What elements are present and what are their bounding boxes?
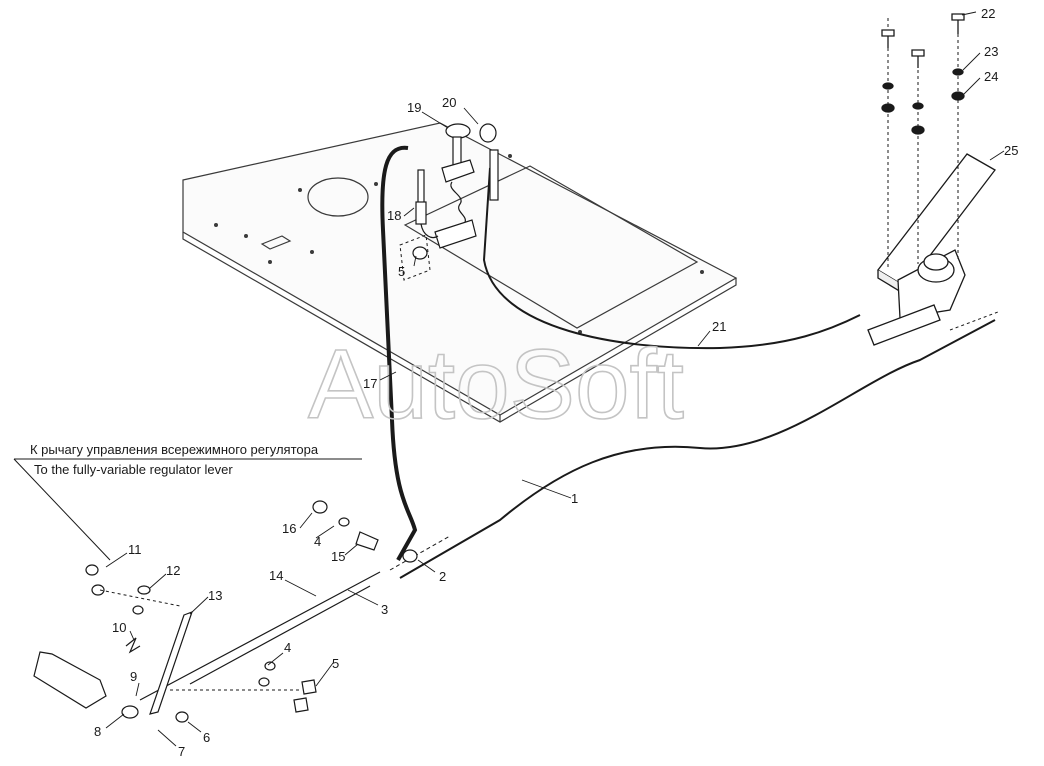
callout-16: 16 bbox=[282, 521, 296, 536]
caption-ru: К рычагу управления всережимного регулят… bbox=[30, 442, 319, 457]
caption-en: To the fully-variable regulator lever bbox=[34, 462, 233, 477]
foot-pedal-assembly bbox=[867, 13, 999, 346]
callout-5-lower: 5 bbox=[332, 656, 339, 671]
callout-25: 25 bbox=[1004, 143, 1018, 158]
lower-lever-group bbox=[33, 500, 418, 723]
callout-labels: 1 2 3 4 4 5 5 6 7 8 9 10 11 12 13 14 15 … bbox=[94, 6, 1018, 759]
callout-11: 11 bbox=[128, 542, 142, 557]
callout-18: 18 bbox=[387, 208, 401, 223]
callout-23: 23 bbox=[984, 44, 998, 59]
callout-8: 8 bbox=[94, 724, 101, 739]
callout-21: 21 bbox=[712, 319, 726, 334]
callout-5-upper: 5 bbox=[398, 264, 405, 279]
callout-12: 12 bbox=[166, 563, 180, 578]
callout-17: 17 bbox=[363, 376, 377, 391]
leader-lines bbox=[105, 11, 1005, 747]
callout-7: 7 bbox=[178, 744, 185, 759]
callout-15: 15 bbox=[331, 549, 345, 564]
floor-panel bbox=[182, 122, 738, 423]
callout-24: 24 bbox=[984, 69, 998, 84]
callout-6: 6 bbox=[203, 730, 210, 745]
caption-block: К рычагу управления всережимного регулят… bbox=[13, 442, 362, 561]
callout-1: 1 bbox=[571, 491, 578, 506]
callout-4-upper: 4 bbox=[314, 534, 321, 549]
callout-10: 10 bbox=[112, 620, 126, 635]
callout-9: 9 bbox=[130, 669, 137, 684]
callout-14: 14 bbox=[269, 568, 283, 583]
hand-throttle-assembly bbox=[399, 123, 477, 281]
watermark: AutoSoft bbox=[308, 329, 684, 439]
callout-3: 3 bbox=[381, 602, 388, 617]
callout-13: 13 bbox=[208, 588, 222, 603]
callout-4-lower: 4 bbox=[284, 640, 291, 655]
callout-20: 20 bbox=[442, 95, 456, 110]
callout-19: 19 bbox=[407, 100, 421, 115]
callout-2: 2 bbox=[439, 569, 446, 584]
cables bbox=[139, 123, 996, 701]
callout-22: 22 bbox=[981, 6, 995, 21]
